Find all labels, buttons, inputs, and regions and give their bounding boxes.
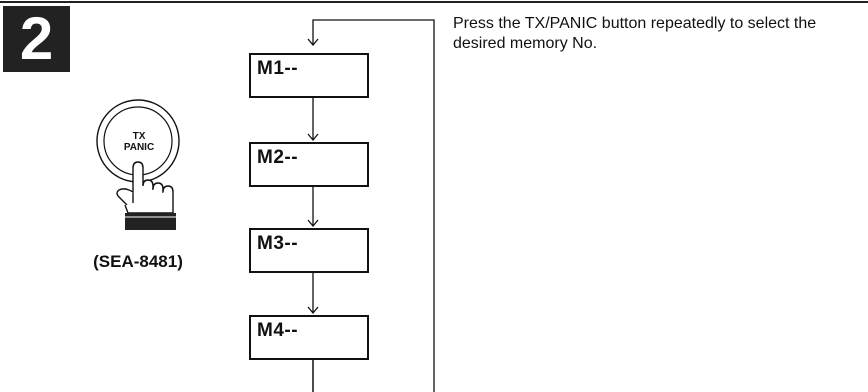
memory-label: M4--: [257, 320, 299, 341]
arrowhead-into-m2: [307, 133, 319, 142]
arrowhead-into-m3: [307, 219, 319, 228]
top-rule: [0, 1, 868, 3]
memory-box-m2: M2--: [249, 142, 369, 187]
instruction-text: Press the TX/PANIC button repeatedly to …: [453, 15, 817, 52]
loop-back-line-right: [312, 19, 435, 392]
memory-box-m4: M4--: [249, 315, 369, 360]
model-number-label: (SEA-8481): [93, 252, 183, 271]
memory-box-m1: M1--: [249, 53, 369, 98]
button-label-tx: TX: [132, 131, 146, 142]
step-number-badge: 2: [3, 6, 70, 72]
memory-label: M3--: [257, 233, 299, 254]
hand-pressing-button-icon: [116, 161, 176, 230]
memory-box-m3: M3--: [249, 228, 369, 273]
memory-label: M1--: [257, 58, 299, 79]
arrowhead-into-m4: [307, 306, 319, 315]
tx-panic-button-illustration: [96, 99, 180, 230]
memory-label: M2--: [257, 147, 299, 168]
button-label-panic: PANIC: [123, 142, 155, 153]
arrowhead-into-m1: [307, 38, 319, 47]
